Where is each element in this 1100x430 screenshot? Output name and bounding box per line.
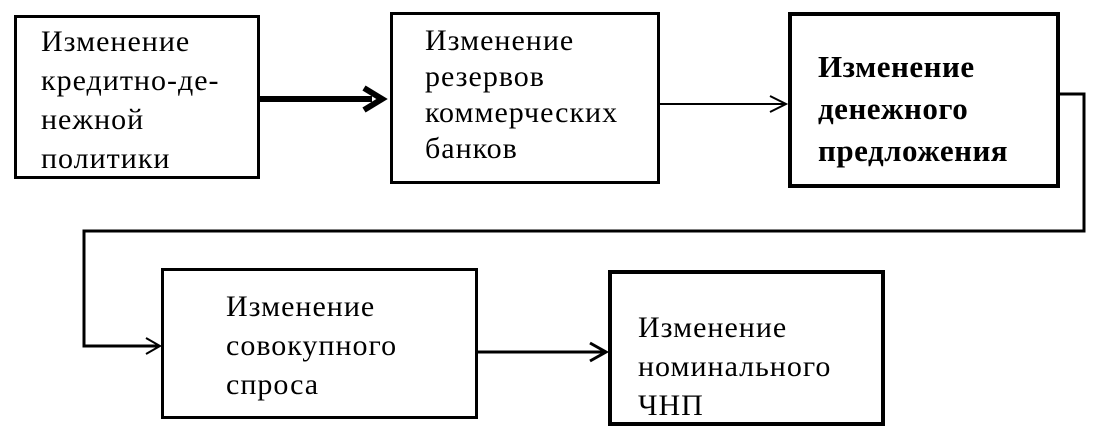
node-label: Изменение резервов коммерческих банков	[425, 24, 619, 165]
node-label: Изменение денежного предложения	[818, 49, 1009, 168]
node-label: Изменение кредитно-де- нежной политики	[41, 25, 220, 175]
arrowhead-money-supply-to-demand	[145, 337, 163, 355]
arrowhead-reserves-to-money-supply	[769, 95, 789, 113]
node-monetary-policy-change: Изменение кредитно-де- нежной политики	[14, 15, 260, 179]
node-aggregate-demand-change: Изменение совокупного спроса	[161, 268, 478, 419]
arrowhead-policy-to-reserves	[362, 85, 388, 113]
node-bank-reserves-change: Изменение резервов коммерческих банков	[390, 12, 660, 184]
node-label: Изменение совокупного спроса	[226, 290, 398, 401]
node-money-supply-change: Изменение денежного предложения	[788, 12, 1060, 188]
edge-money-supply-to-demand	[82, 92, 1086, 348]
node-nominal-gnp-change: Изменение номинального ЧНП	[608, 270, 885, 426]
node-label: Изменение номинального ЧНП	[638, 311, 832, 422]
arrowhead-demand-to-nominal-gnp	[589, 341, 610, 363]
